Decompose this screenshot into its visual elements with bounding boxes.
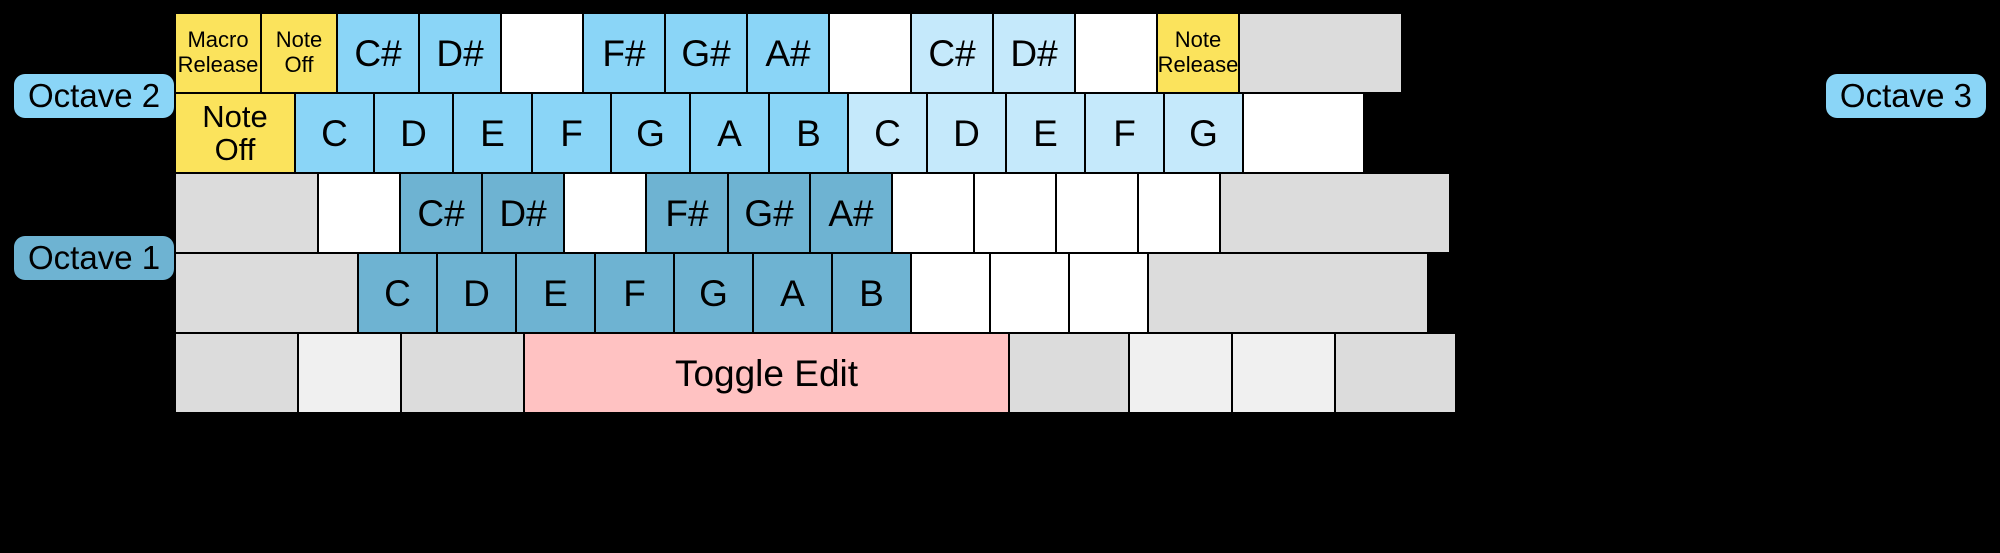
key-f[interactable]: F	[1084, 92, 1165, 174]
key-a[interactable]: A#	[809, 172, 893, 254]
key-a[interactable]: A	[689, 92, 770, 174]
key-blank	[1242, 92, 1365, 174]
key-blank	[1068, 252, 1149, 334]
key-f[interactable]: F	[531, 92, 612, 174]
key-c[interactable]: C#	[399, 172, 483, 254]
key-b[interactable]: B	[768, 92, 849, 174]
key-blank	[1219, 172, 1451, 254]
key-g[interactable]: G	[673, 252, 754, 334]
key-g[interactable]: G	[610, 92, 691, 174]
key-c[interactable]: C	[294, 92, 375, 174]
key-f[interactable]: F	[594, 252, 675, 334]
key-blank	[1231, 332, 1336, 414]
key-toggle-edit[interactable]: Toggle Edit	[523, 332, 1010, 414]
key-note-off[interactable]: Note Off	[174, 92, 296, 174]
key-c[interactable]: C#	[910, 12, 994, 94]
key-blank	[174, 172, 319, 254]
key-blank	[1137, 172, 1221, 254]
key-blank	[1334, 332, 1457, 414]
key-a[interactable]: A	[752, 252, 833, 334]
octave-2-label: Octave 2	[14, 74, 175, 118]
key-blank	[891, 172, 975, 254]
row-3-asdf: C#D# F#G#A#	[174, 172, 1455, 254]
key-a[interactable]: A#	[746, 12, 830, 94]
key-blank	[400, 332, 525, 414]
key-d[interactable]: D	[373, 92, 454, 174]
key-c[interactable]: C	[847, 92, 928, 174]
key-f[interactable]: F#	[582, 12, 666, 94]
key-g[interactable]: G	[1163, 92, 1244, 174]
key-note-release[interactable]: Note Release	[1156, 12, 1240, 94]
key-blank	[297, 332, 402, 414]
key-blank	[1147, 252, 1429, 334]
key-blank	[1128, 332, 1233, 414]
key-d[interactable]: D#	[992, 12, 1076, 94]
key-blank	[973, 172, 1057, 254]
key-note-off[interactable]: Note Off	[260, 12, 338, 94]
octave-3-label: Octave 3	[1825, 74, 1986, 118]
key-g[interactable]: G#	[664, 12, 748, 94]
key-blank	[174, 252, 359, 334]
key-blank	[910, 252, 991, 334]
key-blank	[1008, 332, 1130, 414]
key-d[interactable]: D#	[418, 12, 502, 94]
key-blank	[1055, 172, 1139, 254]
key-c[interactable]: C	[357, 252, 438, 334]
key-macro-release[interactable]: Macro Release	[174, 12, 262, 94]
key-blank	[174, 332, 299, 414]
key-e[interactable]: E	[515, 252, 596, 334]
key-f[interactable]: F#	[645, 172, 729, 254]
key-e[interactable]: E	[1005, 92, 1086, 174]
key-d[interactable]: D	[436, 252, 517, 334]
key-e[interactable]: E	[452, 92, 533, 174]
key-blank	[317, 172, 401, 254]
key-blank	[563, 172, 647, 254]
key-c[interactable]: C#	[336, 12, 420, 94]
key-blank	[989, 252, 1070, 334]
key-d[interactable]: D#	[481, 172, 565, 254]
key-blank	[1238, 12, 1403, 94]
key-d[interactable]: D	[926, 92, 1007, 174]
row-5-modifiers: Toggle Edit	[174, 332, 1457, 414]
octave-1-label: Octave 1	[14, 236, 175, 280]
key-blank	[828, 12, 912, 94]
key-blank	[1074, 12, 1158, 94]
key-g[interactable]: G#	[727, 172, 811, 254]
key-b[interactable]: B	[831, 252, 912, 334]
key-blank	[500, 12, 584, 94]
